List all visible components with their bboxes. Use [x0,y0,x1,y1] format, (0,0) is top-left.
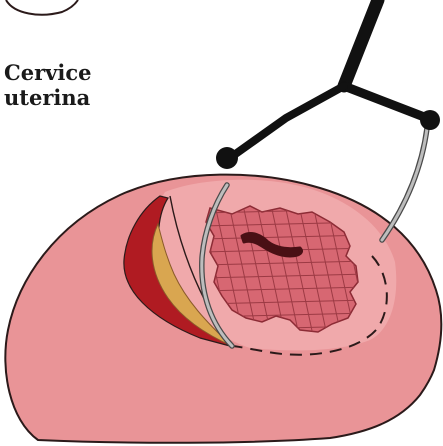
cervix-label: Cervice uterina [4,60,91,110]
cervix-label-line2: uterina [4,85,91,110]
cropped-oval [6,0,78,15]
handle-joint-left [216,147,238,169]
handle-joint-right [420,110,440,130]
cervix-label-line1: Cervice [4,60,91,85]
electrosurgical-handle [227,0,432,160]
